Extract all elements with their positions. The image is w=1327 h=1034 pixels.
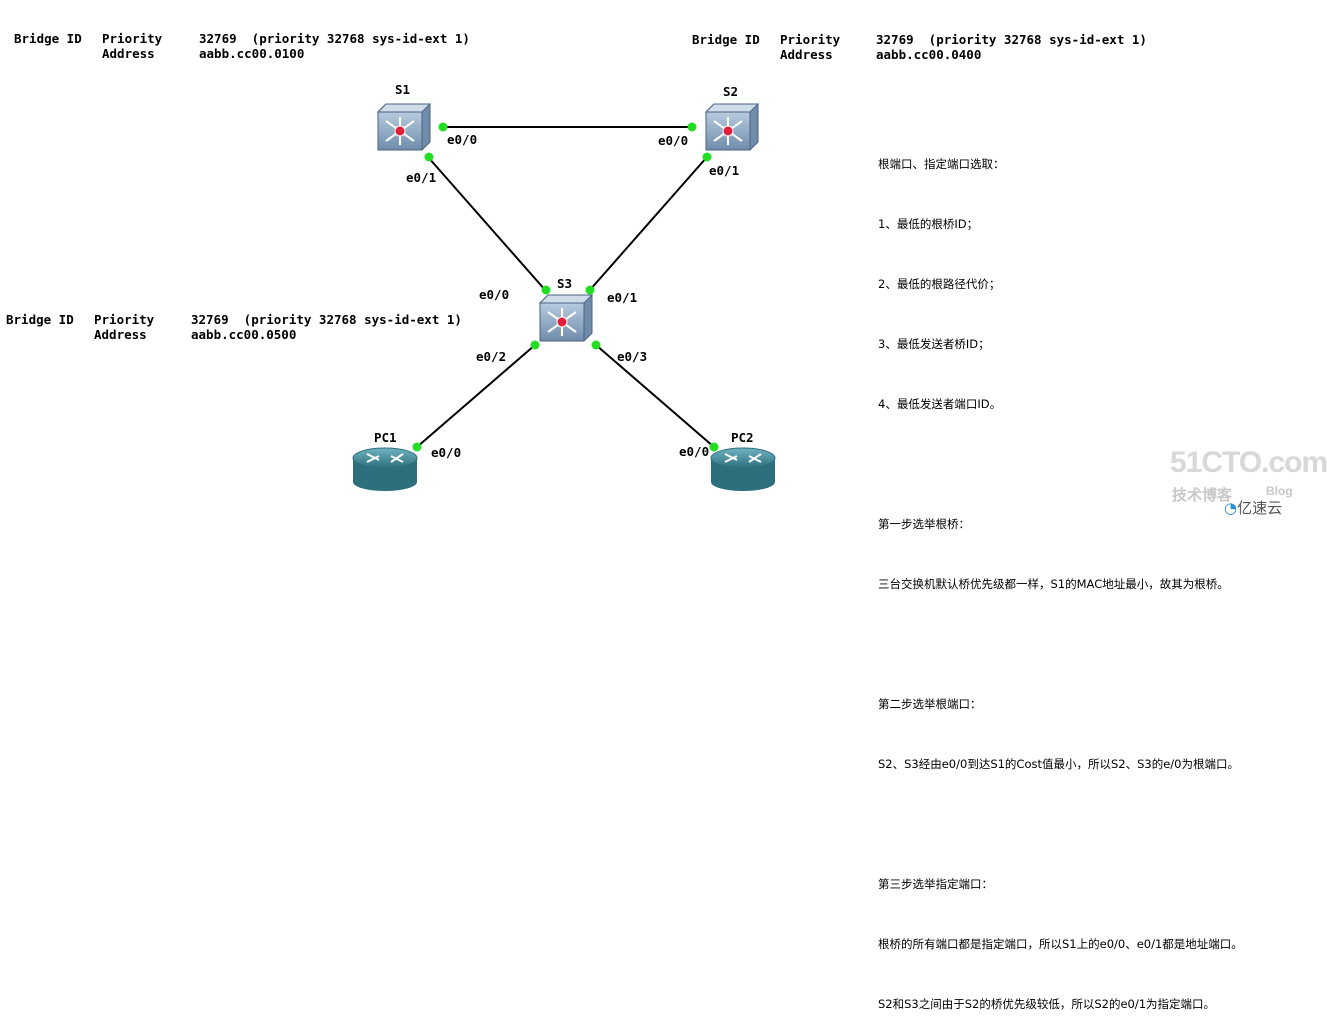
bridge-id-label-s2: Bridge ID xyxy=(692,32,760,47)
switch-s1-icon[interactable] xyxy=(376,103,432,151)
bridge-id-label: Bridge ID xyxy=(14,31,82,46)
port-label-s3-e02: e0/2 xyxy=(476,349,507,364)
step3-line1: 根桥的所有端口都是指定端口，所以S1上的e0/0、e0/1都是地址端口。 xyxy=(878,937,1243,951)
router-pc1-icon[interactable] xyxy=(352,447,418,491)
watermark-sub: 技术博客 xyxy=(1172,487,1233,504)
port-dot-pc1-e00 xyxy=(412,442,422,452)
device-label-s3: S3 xyxy=(557,276,573,291)
address-label-s1: Address xyxy=(102,46,155,61)
brand-logo-icon: ◔ xyxy=(1224,499,1238,517)
rule-item: 1、最低的根桥ID； xyxy=(878,217,979,231)
port-dot-s2-e01 xyxy=(702,152,712,162)
port-label-pc2-e00: e0/0 xyxy=(679,444,710,459)
link-s3-pc1 xyxy=(416,344,536,448)
step3-line2: S2和S3之间由于S2的桥优先级较低，所以S2的e0/1为指定端口。 xyxy=(878,997,1216,1011)
topology-diagram xyxy=(352,103,776,491)
device-label-s1: S1 xyxy=(395,82,411,97)
bridge-info-s1: Bridge ID xyxy=(14,31,82,46)
step3-title: 第三步选举指定端口： xyxy=(878,877,993,891)
port-label-s1-e01: e0/1 xyxy=(406,170,437,185)
device-label-s2: S2 xyxy=(723,84,739,99)
port-label-s2-e01: e0/1 xyxy=(709,163,740,178)
port-label-s3-e00: e0/0 xyxy=(479,287,510,302)
port-dot-s1-e00 xyxy=(438,122,448,132)
link-s3-pc2 xyxy=(595,344,715,448)
port-label-s3-e03: e0/3 xyxy=(617,349,648,364)
link-s2-s3 xyxy=(588,156,708,292)
priority-label-s1: Priority xyxy=(102,31,163,46)
link-s1-s3 xyxy=(427,156,547,292)
watermark-brand: ◔亿速云 xyxy=(1224,499,1283,517)
address-value-s1: aabb.cc00.0100 xyxy=(199,46,305,61)
address-value-s3: aabb.cc00.0500 xyxy=(191,327,297,342)
priority-value-s1: 32769 (priority 32768 sys-id-ext 1) xyxy=(199,31,470,46)
priority-value-s3: 32769 (priority 32768 sys-id-ext 1) xyxy=(191,312,462,327)
step1-text: 三台交换机默认桥优先级都一样，S1的MAC地址最小，故其为根桥。 xyxy=(878,577,1229,591)
port-dot-s2-e00 xyxy=(687,122,697,132)
port-label-s2-e00: e0/0 xyxy=(658,133,689,148)
priority-label-s2: Priority xyxy=(780,32,841,47)
notes-title: 根端口、指定端口选取： xyxy=(878,157,1005,171)
rule-item: 4、最低发送者端口ID。 xyxy=(878,397,1002,411)
device-label-pc1: PC1 xyxy=(374,430,397,445)
priority-value-s2: 32769 (priority 32768 sys-id-ext 1) xyxy=(876,32,1147,47)
port-dot-s3-e02 xyxy=(530,340,540,350)
address-label-s3: Address xyxy=(94,327,147,342)
port-label-s1-e00: e0/0 xyxy=(447,132,478,147)
port-dot-pc2-e00 xyxy=(709,442,719,452)
port-dot-s3-e03 xyxy=(591,340,601,350)
priority-label-s3: Priority xyxy=(94,312,155,327)
step2-title: 第二步选举根端口： xyxy=(878,697,982,711)
port-dot-s1-e01 xyxy=(424,152,434,162)
address-value-s2: aabb.cc00.0400 xyxy=(876,47,982,62)
address-label-s2: Address xyxy=(780,47,833,62)
rule-item: 2、最低的根路径代价； xyxy=(878,277,1001,291)
port-label-pc1-e00: e0/0 xyxy=(431,445,462,460)
switch-s2-icon[interactable] xyxy=(704,103,760,151)
watermark-blog: Blog xyxy=(1266,484,1293,498)
port-label-s3-e01: e0/1 xyxy=(607,290,638,305)
device-label-pc2: PC2 xyxy=(731,430,754,445)
port-dot-s3-e01 xyxy=(585,285,595,295)
bridge-id-label-s3: Bridge ID xyxy=(6,312,74,327)
step1-title: 第一步选举根桥： xyxy=(878,517,970,531)
rule-item: 3、最低发送者桥ID； xyxy=(878,337,990,351)
notes-panel: 根端口、指定端口选取： 1、最低的根桥ID； 2、最低的根路径代价； 3、最低发… xyxy=(878,114,1243,1034)
port-dot-s3-e00 xyxy=(541,285,551,295)
step2-text: S2、S3经由e0/0到达S1的Cost值最小，所以S2、S3的e/0为根端口。 xyxy=(878,757,1239,771)
watermark-site: 51CTO.com xyxy=(1170,446,1327,479)
router-pc2-icon[interactable] xyxy=(710,447,776,491)
switch-s3-icon[interactable] xyxy=(538,294,594,342)
